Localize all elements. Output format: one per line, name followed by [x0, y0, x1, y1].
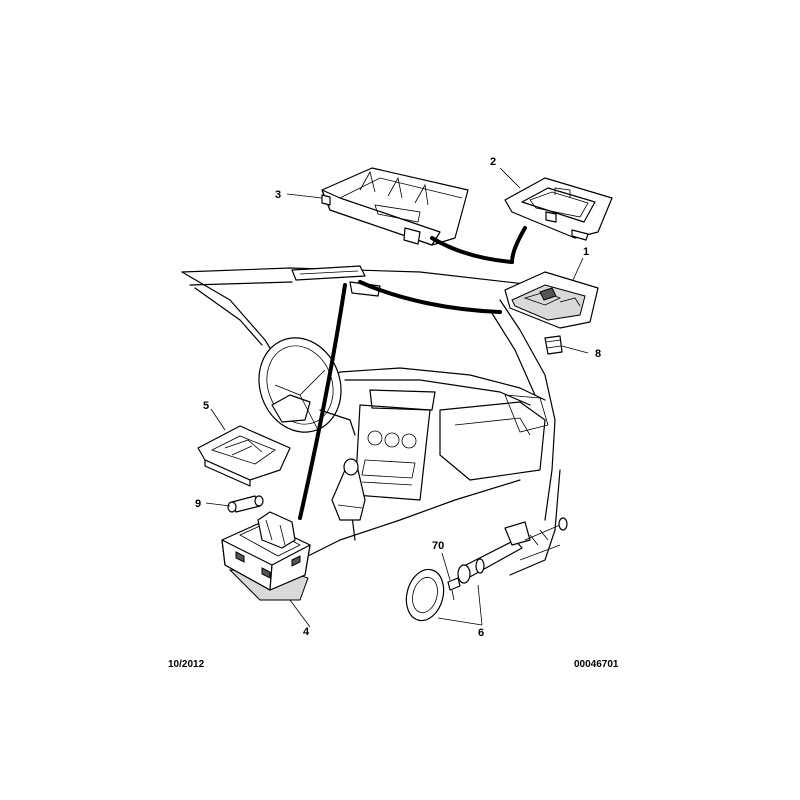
callout-8: 8: [595, 348, 601, 360]
part-3-roof-console: [321, 167, 469, 246]
leader-1: [572, 257, 584, 281]
callout-9: 9: [195, 498, 201, 510]
leader-5: [210, 408, 226, 431]
leader-70: [441, 552, 451, 581]
car-interior: [181, 265, 561, 576]
callout-70: 70: [432, 540, 444, 552]
callout-5: 5: [203, 400, 209, 412]
leader-8: [561, 345, 589, 354]
callout-6: 6: [478, 627, 484, 639]
leader-4: [289, 599, 311, 628]
part-5-lamp-lens: [197, 425, 291, 487]
leader-6: [437, 584, 483, 626]
leader-9: [205, 502, 231, 507]
leader-2: [499, 167, 521, 189]
leader-lines: [205, 167, 589, 628]
part-1-lamp-unit: [504, 271, 599, 329]
part-6-door-lamp: [405, 517, 568, 622]
part-70-screw: [447, 577, 461, 601]
assembly-lines: [298, 226, 527, 520]
part-9-festoon-bulb: [227, 495, 264, 513]
callout-labels: 1 2 3 4 5 6 8 9 70: [195, 156, 601, 639]
leader-3: [286, 193, 323, 199]
callout-3: 3: [275, 189, 281, 201]
diagram-footer: 10/2012 00046701: [168, 659, 619, 670]
callout-1: 1: [583, 246, 589, 258]
part-4-lamp-housing: [221, 511, 311, 601]
part-8-bulb: [544, 335, 563, 355]
part-2-lamp-frame: [504, 177, 613, 241]
footer-date: 10/2012: [168, 659, 205, 670]
callout-4: 4: [303, 626, 310, 638]
callout-2: 2: [490, 156, 496, 168]
footer-reference: 00046701: [574, 659, 619, 670]
